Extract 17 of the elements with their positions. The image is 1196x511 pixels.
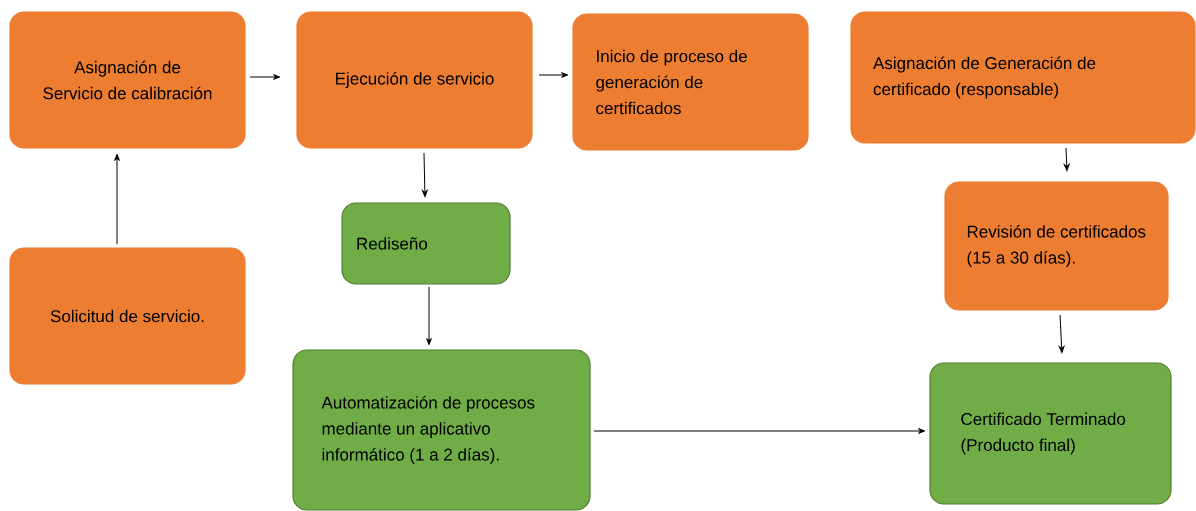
process-box: Asignación de Generación de certificado (responsable) — [850, 11, 1196, 144]
process-box: Ejecución de servicio — [296, 11, 533, 149]
process-box: Asignación de Servicio de calibración — [9, 11, 246, 149]
process-box: Certificado Terminado (Producto final) — [929, 362, 1172, 505]
arrow — [538, 72, 569, 78]
process-box: Inicio de proceso de generación de certificados — [572, 13, 809, 151]
process-box: Revisión de certificados (15 a 30 días). — [944, 181, 1169, 311]
process-box: Rediseño — [341, 202, 511, 285]
arrow — [426, 286, 432, 346]
process-box: Automatización de procesos mediante un aplicativo informático (1 a 2 días). — [292, 349, 591, 511]
arrow — [1063, 147, 1070, 172]
process-box: Solicitud de servicio. — [9, 247, 246, 385]
arrow — [422, 152, 428, 198]
arrow — [593, 428, 926, 434]
arrow — [114, 153, 120, 245]
arrow — [249, 74, 281, 80]
arrow — [1058, 314, 1065, 354]
